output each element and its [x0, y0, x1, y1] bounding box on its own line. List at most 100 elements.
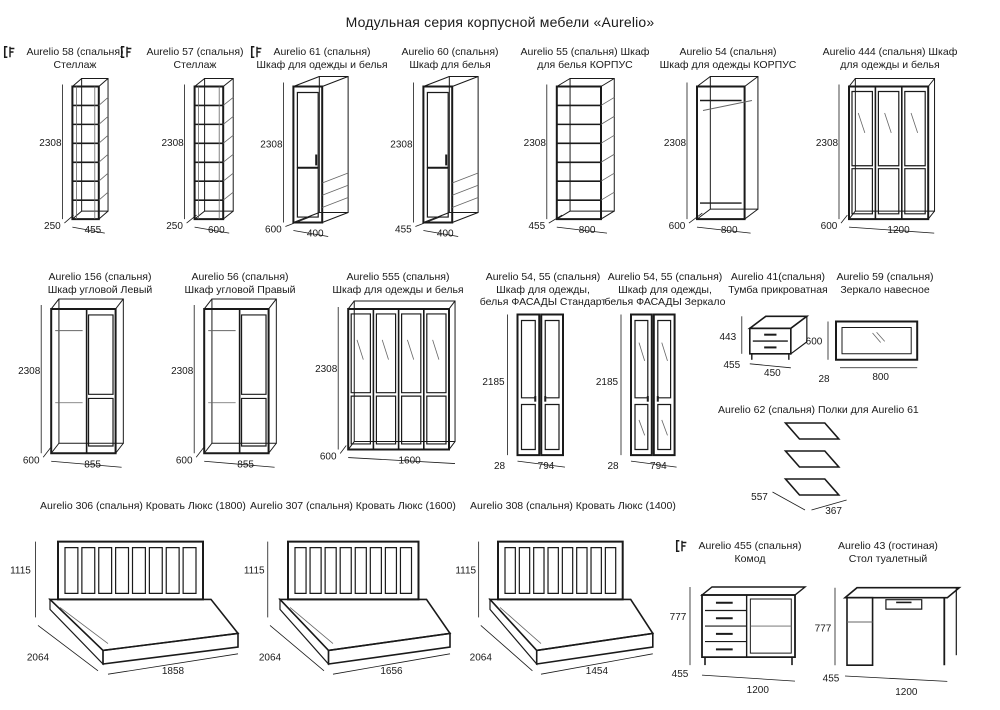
- outline-line: [452, 77, 478, 87]
- dimension-line: [697, 227, 751, 233]
- caption-line: Стеллаж: [173, 58, 217, 71]
- table-top: [845, 588, 959, 598]
- dimension-label: 28: [818, 374, 830, 385]
- mirror-panel: [658, 321, 671, 398]
- headboard-slat: [534, 548, 544, 594]
- glass-shine: [407, 340, 413, 360]
- footboard: [537, 633, 653, 664]
- dimension-label: 557: [751, 492, 768, 503]
- dimension-label: 800: [872, 372, 889, 383]
- dimension-label: 800: [721, 225, 738, 236]
- front-frame: [72, 87, 98, 220]
- dimension-label: 600: [176, 455, 193, 466]
- caption-line: Aurelio 62 (спальня) Полки для Aurelio 6…: [718, 404, 919, 416]
- shelf-edge: [99, 135, 108, 143]
- shelf-edge: [223, 116, 233, 124]
- badge-icon: [9, 46, 15, 58]
- headboard-slat: [325, 548, 336, 594]
- dimension-label: 2308: [161, 138, 184, 149]
- dimension-line: [51, 461, 121, 467]
- shelf-edge: [601, 135, 614, 143]
- dimension-line: [849, 227, 934, 233]
- item-caption: Aurelio 455 (спальня)Комод: [660, 540, 840, 565]
- facade-inset: [522, 404, 536, 449]
- bed-frame-top: [50, 599, 238, 650]
- dimension-line: [270, 625, 324, 670]
- badge-icon: [3, 45, 8, 59]
- caption-line: Aurelio 555 (спальня): [346, 271, 450, 283]
- dimension-line: [631, 461, 677, 467]
- outline-line: [928, 79, 934, 87]
- item-caption: Aurelio 555 (спальня)Шкаф для одежды и б…: [308, 271, 488, 296]
- inner-rail: [500, 607, 541, 643]
- dimension-label: 2064: [259, 653, 282, 664]
- caption-line: Aurelio 59 (спальня): [836, 271, 934, 283]
- headboard-slat: [505, 548, 515, 594]
- shelf-edge: [99, 192, 108, 200]
- facade-door: [654, 315, 675, 456]
- shelf-edge: [223, 97, 233, 105]
- dimension-line: [333, 654, 450, 674]
- headboard-slat: [577, 548, 587, 594]
- footboard: [103, 633, 238, 664]
- mirror-shine: [639, 343, 645, 361]
- dimension-label: 1115: [244, 565, 265, 576]
- caption-line: Aurelio 56 (спальня): [191, 271, 289, 283]
- caption-line: Aurelio 58 (спальня): [26, 46, 124, 58]
- caption-line: Aurelio 57 (спальня): [146, 46, 244, 58]
- facade-inset: [522, 321, 536, 398]
- back-frame: [319, 77, 348, 213]
- facade-door: [541, 315, 563, 456]
- back-frame: [710, 77, 758, 210]
- shelf-board: [786, 479, 839, 495]
- item-caption: Aurelio 156 (спальня)Шкаф угловой Левый: [10, 271, 190, 296]
- outline-line: [322, 77, 348, 87]
- dimension-label: 600: [208, 225, 225, 236]
- caption-line: Aurelio 60 (спальня): [401, 46, 499, 58]
- door-lower-panel: [852, 169, 872, 214]
- dimension-line: [689, 213, 702, 223]
- door-lower-panel: [351, 396, 370, 444]
- item-caption: Aurelio 54, 55 (спальня)Шкаф для одежды,…: [575, 271, 755, 309]
- dimension-label: 600: [806, 336, 823, 347]
- shelf-edge: [452, 173, 478, 183]
- shelf-edge: [452, 185, 478, 195]
- side-cabinet: [847, 598, 873, 666]
- caption-line: Шкаф для одежды,: [496, 283, 590, 296]
- item-caption: Aurelio 59 (спальня)Зеркало навесное: [795, 271, 975, 296]
- front-frame: [423, 87, 452, 223]
- glass-shine: [858, 113, 865, 133]
- top-panel: [702, 587, 805, 595]
- shelf-edge: [99, 173, 108, 181]
- dimension-label: 600: [23, 455, 40, 466]
- front-frame: [557, 87, 601, 220]
- caption-line: Шкаф для белья: [409, 58, 491, 71]
- headboard: [58, 542, 203, 600]
- dimension-label: 1454: [586, 666, 609, 677]
- door-glass-panel: [351, 314, 370, 393]
- dimension-label: 455: [395, 225, 412, 236]
- door-lower-panel: [427, 168, 448, 217]
- door-glass-panel: [427, 314, 446, 393]
- door-lower-panel: [905, 169, 925, 214]
- shelf-board: [786, 423, 839, 439]
- dimension-line: [702, 675, 795, 681]
- dimension-line: [773, 492, 806, 510]
- facade-door: [631, 315, 652, 456]
- headboard-slat: [605, 548, 615, 594]
- caption-line: Шкаф угловой Правый: [184, 283, 296, 296]
- badge-icon: [676, 539, 687, 553]
- outline-line: [204, 299, 212, 309]
- outline-line: [601, 211, 614, 219]
